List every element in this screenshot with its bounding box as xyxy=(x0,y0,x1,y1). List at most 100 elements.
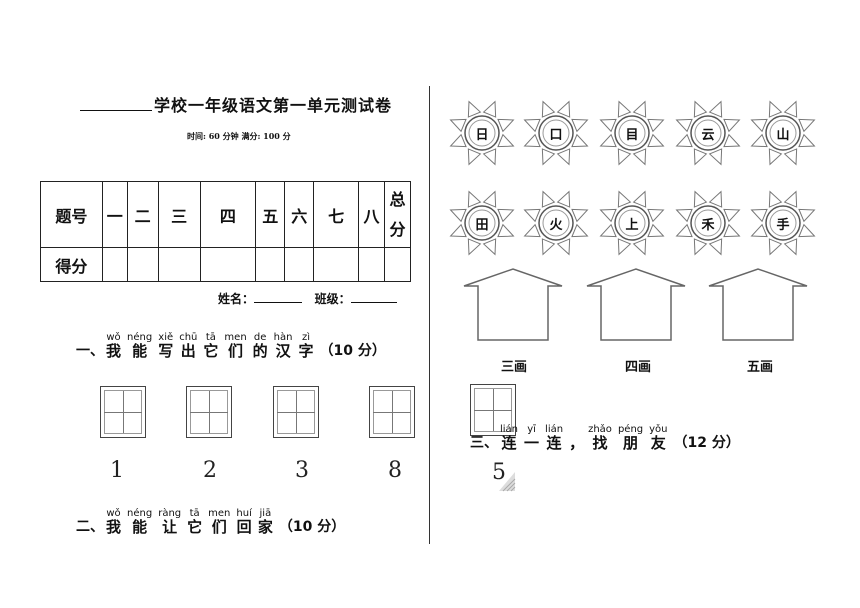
sun-character-badge[interactable]: 火 xyxy=(520,187,592,259)
hanzi: 它 xyxy=(187,518,203,536)
sun-character-badge[interactable]: 手 xyxy=(747,187,819,259)
sun-character-badge[interactable]: 目 xyxy=(596,97,668,169)
exam-subtitle: 时间: 60 分钟 满分: 100 分 xyxy=(187,131,291,141)
grid-inner xyxy=(277,390,315,434)
writing-grid-box[interactable] xyxy=(273,386,319,438)
hanzi: 的 xyxy=(252,342,268,360)
sun-character-badge[interactable]: 日 xyxy=(446,97,518,169)
house-label: 四画 xyxy=(624,360,651,375)
sun-character-badge[interactable]: 云 xyxy=(672,97,744,169)
sun-character: 口 xyxy=(549,127,563,143)
writing-grid-box[interactable] xyxy=(470,384,516,436)
writing-grid-box[interactable] xyxy=(100,386,146,438)
writing-grid-box[interactable] xyxy=(186,386,232,438)
score-input-cell[interactable] xyxy=(255,247,286,282)
pinyin: wǒ xyxy=(106,332,121,343)
hanzi: ， xyxy=(569,434,585,452)
question-number: 三、 xyxy=(470,435,498,451)
stroke-digit: 3 xyxy=(295,458,309,483)
grid-inner xyxy=(373,390,411,434)
score-input-cell[interactable] xyxy=(101,247,128,282)
hanzi: 回 xyxy=(236,518,252,536)
hanzi: 连 xyxy=(546,434,562,452)
score-input-cell[interactable] xyxy=(126,247,159,282)
sun-character: 手 xyxy=(776,217,790,233)
question-number: 二、 xyxy=(76,519,104,535)
pinyin: men xyxy=(208,508,231,519)
hanzi: 写 xyxy=(158,342,174,360)
sun-character-badge[interactable]: 田 xyxy=(446,187,518,259)
score-input-cell[interactable] xyxy=(157,247,201,282)
pinyin: men xyxy=(224,332,247,343)
house-label: 三画 xyxy=(500,360,527,375)
score-table: 题号 一 二 三 四 五 六 七 八 总 分 得分 xyxy=(40,181,411,282)
score-input-cell[interactable] xyxy=(313,247,360,282)
score-cell: 五 xyxy=(255,181,286,248)
name-label: 姓名： xyxy=(218,292,255,306)
pinyin: néng xyxy=(127,508,153,519)
question-points: （12 分） xyxy=(673,435,740,451)
sun-character-badge[interactable]: 禾 xyxy=(672,187,744,259)
question-points: （10 分） xyxy=(319,343,386,359)
class-label: 班级： xyxy=(314,292,351,306)
class-blank[interactable] xyxy=(350,291,397,303)
sun-character: 云 xyxy=(701,127,715,143)
pinyin: tā xyxy=(205,332,216,343)
name-blank[interactable] xyxy=(254,291,303,303)
sun-character: 田 xyxy=(475,217,489,233)
page-divider xyxy=(429,86,430,544)
score-input-cell[interactable] xyxy=(384,247,411,282)
hanzi: 我 xyxy=(106,342,122,360)
hanzi: 出 xyxy=(180,342,196,360)
house-shape xyxy=(586,268,686,342)
stroke-digit: 5 xyxy=(492,460,506,485)
score-input-cell[interactable] xyxy=(358,247,385,282)
title-text: 学校一年级语文第一单元测试卷 xyxy=(154,96,393,115)
score-input-cell[interactable] xyxy=(284,247,315,282)
sun-character: 目 xyxy=(625,127,639,143)
school-name-blank[interactable] xyxy=(80,97,152,111)
faded-stroke-graphic xyxy=(499,472,516,492)
house-shape xyxy=(463,268,563,342)
pinyin: yǒu xyxy=(649,424,668,435)
writing-grid-box[interactable] xyxy=(369,386,415,438)
sun-character: 上 xyxy=(625,217,639,233)
sun-character-badge[interactable]: 山 xyxy=(747,97,819,169)
score-input-cell[interactable] xyxy=(199,247,257,282)
score-table-score-row: 得分 xyxy=(40,247,411,282)
score-cell: 八 xyxy=(358,181,385,248)
stroke-digit: 8 xyxy=(388,458,402,483)
sun-character-badge[interactable]: 口 xyxy=(520,97,592,169)
hanzi: 字 xyxy=(298,342,314,360)
pinyin-char: ， xyxy=(569,435,584,452)
hanzi: 找 xyxy=(592,434,608,452)
score-cell: 四 xyxy=(199,181,257,248)
stroke-digit: 2 xyxy=(203,458,217,483)
score-table-header-row: 题号 一 二 三 四 五 六 七 八 总 分 xyxy=(40,181,411,248)
exam-title: 学校一年级语文第一单元测试卷 xyxy=(80,92,392,116)
hanzi: 能 xyxy=(132,342,148,360)
sun-character-badge[interactable]: 上 xyxy=(596,187,668,259)
score-cell: 一 xyxy=(101,181,128,248)
pinyin: jiā xyxy=(259,508,272,519)
score-cell: 题号 xyxy=(40,181,103,248)
hanzi: 朋 xyxy=(623,434,639,452)
score-cell: 三 xyxy=(157,181,201,248)
